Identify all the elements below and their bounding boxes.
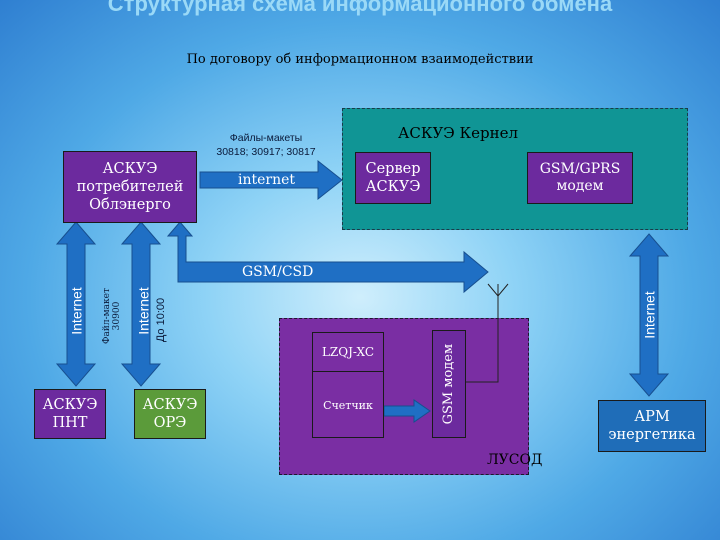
lzqj-label: LZQJ-XC (313, 333, 383, 372)
files-codes: 30818; 30917; 30817 (216, 146, 316, 158)
internet-right-arrow (628, 233, 670, 397)
gsm-csd-label: GSM/CSD (242, 264, 314, 280)
askue-ore-label: АСКУЭ ОРЭ (142, 396, 198, 431)
gsm-gprs-label: GSM/GPRS модем (539, 160, 621, 195)
page-title: Структурная схема информационного обмена (107, 0, 613, 16)
arm-label: АРМ энергетика (608, 408, 696, 443)
meter-label: Счетчик (323, 398, 373, 412)
deadline-label: До 10:00 (155, 297, 167, 343)
internet-lower-label: internet (238, 172, 296, 188)
server-label: Сервер АСКУЭ (365, 160, 421, 195)
file-maket-label: Файл-макет 30900 (102, 288, 122, 344)
lusod-panel (279, 318, 529, 475)
file-code-text: 30900 (112, 301, 123, 331)
askue-pnt-label: АСКУЭ ПНТ (42, 396, 98, 431)
meter-to-modem-arrow (384, 399, 431, 423)
gsm-csd-arrow (166, 221, 489, 294)
meter-box: LZQJ-XC Счетчик (312, 332, 384, 438)
page-subtitle: По договору об информационном взаимодейс… (186, 52, 534, 67)
antenna-line (466, 283, 509, 383)
server-box: Сервер АСКУЭ (355, 152, 431, 204)
askue-pnt-box: АСКУЭ ПНТ (34, 389, 106, 439)
kernel-panel-label: АСКУЭ Кернел (398, 124, 519, 142)
file-maket-wrap: Файл-макет 30900 (97, 288, 127, 344)
file-maket-text: Файл-макет (102, 288, 113, 344)
files-header: Файлы-макеты (229, 132, 303, 144)
files-label: Файлы-макеты 30818; 30917; 30817 (206, 131, 326, 159)
askue-ore-box: АСКУЭ ОРЭ (134, 389, 206, 439)
internet-mid-arrow (120, 221, 162, 387)
gsm-modem-box: GSM модем (432, 330, 466, 438)
askue-consumers-label: АСКУЭ потребителей Облэнерго (76, 160, 184, 214)
askue-consumers-box: АСКУЭ потребителей Облэнерго (63, 151, 197, 223)
arm-box: АРМ энергетика (598, 400, 706, 452)
deadline-wrap: До 10:00 (146, 292, 176, 348)
internet-right-label: Internet (642, 291, 659, 339)
internet-arrow (199, 159, 343, 201)
gsm-modem-label: GSM модем (440, 343, 456, 425)
internet-left-label: Internet (69, 287, 86, 335)
lusod-label: ЛУСОД (487, 452, 543, 468)
internet-right-wrap: Internet (630, 290, 670, 340)
gsm-gprs-box: GSM/GPRS модем (527, 152, 633, 204)
internet-left-arrow (55, 221, 97, 387)
internet-left-wrap: Internet (57, 286, 97, 336)
